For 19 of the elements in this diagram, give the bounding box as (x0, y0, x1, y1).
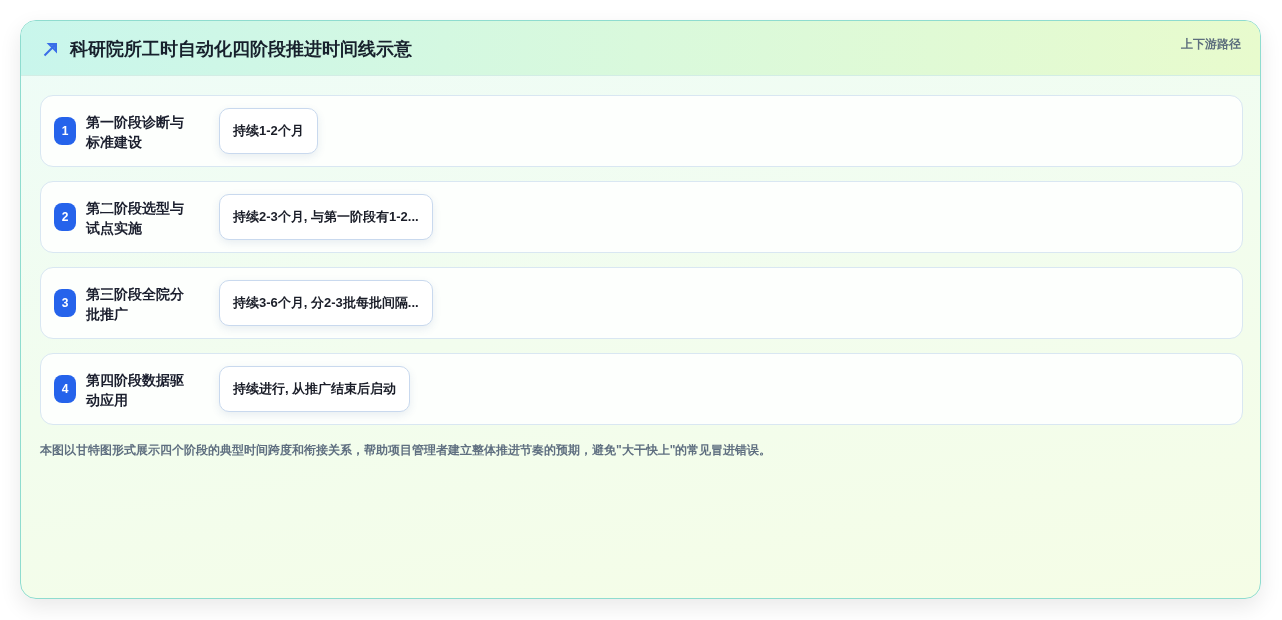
header-label: 上下游路径 (1181, 36, 1241, 52)
duration-tag: 持续3-6个月, 分2-3批每批间隔... (219, 280, 433, 326)
duration-tag: 持续1-2个月 (219, 108, 318, 154)
duration-tag: 持续进行, 从推广结束后启动 (219, 366, 411, 412)
stage-row (40, 95, 1243, 167)
stage-row (40, 353, 1243, 425)
stage-name: 第二阶段选型与试点实施 (86, 199, 185, 238)
caption: 本图以甘特图形式展示四个阶段的典型时间跨度和衔接关系，帮助项目管理者建立整体推进节奏的预期，避免"大干快上"的常见冒进错误。 (40, 442, 772, 458)
duration-tag: 持续2-3个月, 与第一阶段有1-2... (219, 194, 433, 240)
number-badge: 3 (54, 289, 76, 317)
number-badge: 4 (54, 375, 76, 403)
stage-name: 第四阶段数据驱动应用 (86, 371, 185, 410)
stage-name: 第一阶段诊断与标准建设 (86, 113, 185, 152)
title: 科研院所工时自动化四阶段推进时间线示意 (70, 38, 412, 61)
number-badge: 1 (54, 117, 76, 145)
number-badge: 2 (54, 203, 76, 231)
stage-name: 第三阶段全院分批推广 (86, 285, 185, 324)
stage-row (40, 267, 1243, 339)
stage-row (40, 181, 1243, 253)
